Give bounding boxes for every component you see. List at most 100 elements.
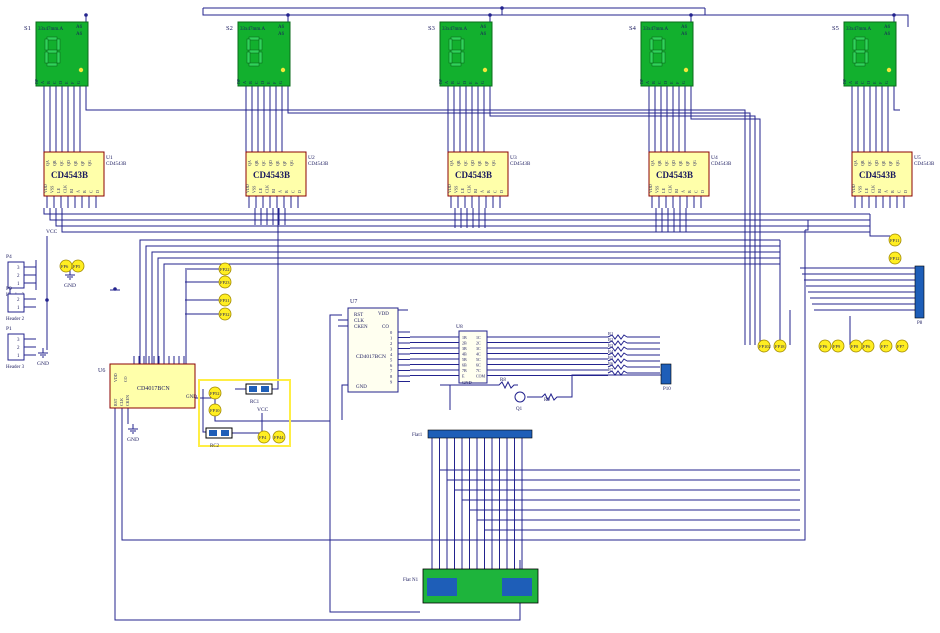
- digit-eight: [852, 36, 869, 67]
- driver-part: CD4543B: [510, 162, 531, 167]
- segment: [852, 38, 857, 51]
- test-point-label: FP9: [833, 344, 841, 349]
- u8-pin-label: 6B: [462, 363, 467, 368]
- test-point: [218, 275, 232, 289]
- u8-pin-label: 2C: [476, 341, 481, 346]
- driver-pin-label: A: [681, 190, 686, 193]
- counter-pin-label: CO: [382, 325, 389, 330]
- driver-bus: [55, 208, 870, 227]
- counter-wire: [329, 314, 420, 613]
- segment: [44, 51, 49, 64]
- display-pin-label: A6: [681, 25, 688, 30]
- test-point-label: FP7: [897, 344, 905, 349]
- test-point: [208, 386, 222, 400]
- test-point-label: FP52: [210, 391, 220, 396]
- header-ref: P1: [6, 326, 12, 332]
- test-point: [773, 339, 787, 353]
- return-wire: [893, 86, 900, 111]
- seven-segment-display: [237, 21, 291, 87]
- connector-label: Flat N1: [403, 578, 419, 583]
- digit-eight: [44, 36, 61, 67]
- segment: [649, 38, 654, 51]
- segment: [246, 38, 251, 51]
- header-pin: 3: [17, 266, 20, 271]
- u8-pin-label: 7C: [476, 368, 481, 373]
- rc-wire: [272, 208, 279, 390]
- seven-segment-display: [439, 21, 493, 87]
- driver-ref: U5: [914, 155, 921, 161]
- u8-ref: U8: [456, 324, 463, 330]
- u8-pin-label: 5C: [476, 357, 481, 362]
- counter-part: CD4017BCN: [356, 354, 386, 360]
- driver-pin-label: B: [890, 190, 895, 193]
- vcc-label: VCC: [46, 229, 58, 235]
- segment: [852, 51, 857, 64]
- driver-pin-label: QA: [650, 160, 655, 166]
- ribbon-flat1: [427, 429, 533, 439]
- display-part: 33x47mm.A: [38, 27, 64, 32]
- driver-part-label: CD4543B: [253, 170, 290, 180]
- u8-pin-label: 7B: [462, 368, 467, 373]
- driver-array-u8: [458, 330, 488, 384]
- display-pin-label: A6: [76, 32, 83, 37]
- display-pin-letter: D: [866, 81, 871, 84]
- driver-pin-label: QG: [895, 160, 900, 166]
- driver-pin-label: VDD: [851, 184, 856, 193]
- display-pin-letter: DP: [236, 78, 241, 84]
- driver-pin-label: QF: [888, 160, 893, 166]
- u8-pin-label: 2B: [462, 341, 467, 346]
- driver-pin-label: QF: [685, 160, 690, 166]
- segment: [854, 36, 866, 41]
- resistor-zigzag: [607, 364, 628, 370]
- driver-ref: U2: [308, 155, 315, 161]
- resistor-zigzag: [607, 340, 628, 346]
- rc-block: [209, 430, 217, 436]
- driver-pin-label: VSS: [252, 186, 257, 193]
- connector-pad: [502, 578, 532, 596]
- display-part: 33x47mm.A: [240, 27, 266, 32]
- rc-block: [221, 430, 229, 436]
- segment: [448, 38, 453, 51]
- driver-pin-label: QC: [867, 160, 872, 166]
- driver-pin-label: QC: [261, 160, 266, 166]
- driver-pin-label: CLK: [265, 185, 270, 193]
- display-pin-letter: DP: [34, 78, 39, 84]
- display-pin-letter: DP: [438, 78, 443, 84]
- header-pin: 2: [17, 346, 20, 351]
- display-part: 33x47mm.A: [846, 27, 872, 32]
- test-point-label: FP102: [759, 344, 771, 349]
- junction-dot: [286, 13, 290, 17]
- driver-pin-label: QB: [456, 160, 461, 166]
- test-point-label: FP23: [220, 280, 230, 285]
- driver-pin-label: A: [884, 190, 889, 193]
- display-pin-letter: A: [444, 81, 449, 84]
- resistor-wire: [527, 374, 665, 402]
- test-point-label: FP44: [274, 435, 284, 440]
- resistor-label: R3: [608, 343, 614, 348]
- driver-pin-label: B: [284, 190, 289, 193]
- driver-pin-label: LE: [460, 188, 465, 193]
- resistor-label: R5: [608, 355, 614, 360]
- display-pin-letter: B: [651, 81, 656, 84]
- driver-pin-label: QF: [282, 160, 287, 166]
- connector-label: Flat1: [412, 433, 423, 438]
- display-pin-letter: E: [872, 81, 877, 84]
- junction-dot: [84, 13, 88, 17]
- driver-ic: [447, 151, 509, 197]
- display-pin-letter: E: [468, 81, 473, 84]
- transistor-label: Q1: [516, 407, 523, 412]
- counter-pin-label: RST: [113, 398, 118, 406]
- counter-bus: [151, 251, 780, 365]
- driver-pin-label: QC: [463, 160, 468, 166]
- driver-pin-label: LE: [258, 188, 263, 193]
- counter-pin-label: CLK: [354, 319, 364, 324]
- display-pin-letter: F: [70, 81, 75, 84]
- resistor-zigzag: [607, 358, 628, 364]
- display-pin-label: A6: [681, 32, 688, 37]
- display-pin-letter: F: [878, 81, 883, 84]
- driver-ref: U4: [711, 155, 718, 161]
- segment: [258, 38, 263, 51]
- test-point: [861, 339, 875, 353]
- driver-pin-label: VSS: [50, 186, 55, 193]
- counter-output-label: 8: [390, 374, 393, 379]
